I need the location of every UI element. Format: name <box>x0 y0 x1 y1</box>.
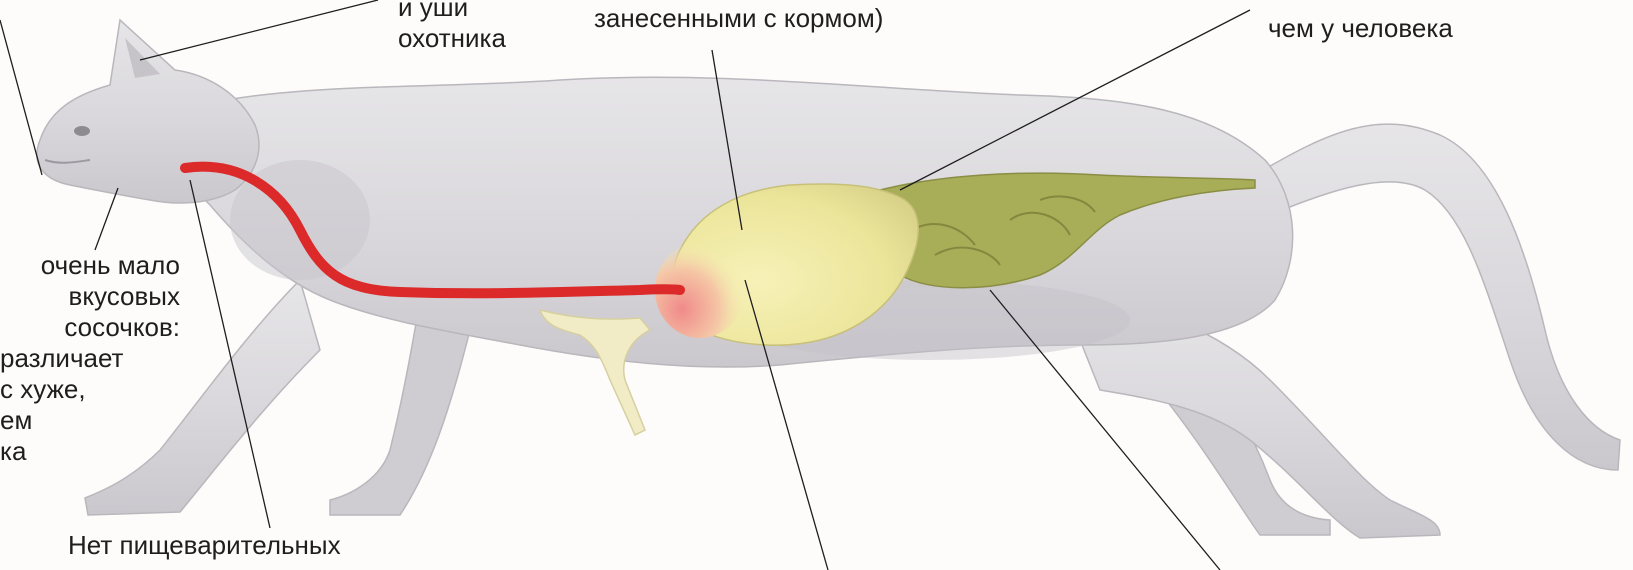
label-taste-line-7: ка <box>0 436 123 467</box>
label-taste-line-5: с хуже, <box>0 374 123 405</box>
leader-ears <box>140 0 378 60</box>
label-taste-line-4: различает <box>0 343 123 374</box>
label-stomach-top-line-1: занесенными с кормом) <box>594 3 883 34</box>
label-taste-line-2: вкусовых <box>0 281 180 312</box>
label-taste-line-3: сосочков: <box>0 312 180 343</box>
label-intestine-top-line-1: чем у человека <box>1268 13 1453 44</box>
cat-tail <box>1255 124 1620 470</box>
label-no-digestive: Нет пищеварительных <box>68 530 341 561</box>
label-ears-line-2: охотника <box>398 23 506 54</box>
leader-taste <box>95 188 118 250</box>
cat-head <box>37 20 259 203</box>
label-taste-cut: различает с хуже, ем ка <box>0 343 123 467</box>
label-taste-line-6: ем <box>0 405 123 436</box>
label-intestine-top: чем у человека <box>1268 13 1453 44</box>
cat-eye <box>74 126 90 136</box>
label-taste: очень мало вкусовых сосочков: <box>0 250 180 343</box>
label-no-digestive-line-1: Нет пищеварительных <box>68 530 341 561</box>
label-stomach-top: занесенными с кормом) <box>594 3 883 34</box>
label-ears: и уши охотника <box>398 0 506 54</box>
label-ears-line-1: и уши <box>398 0 506 23</box>
label-taste-line-1: очень мало <box>0 250 180 281</box>
leader-nose <box>0 20 42 175</box>
